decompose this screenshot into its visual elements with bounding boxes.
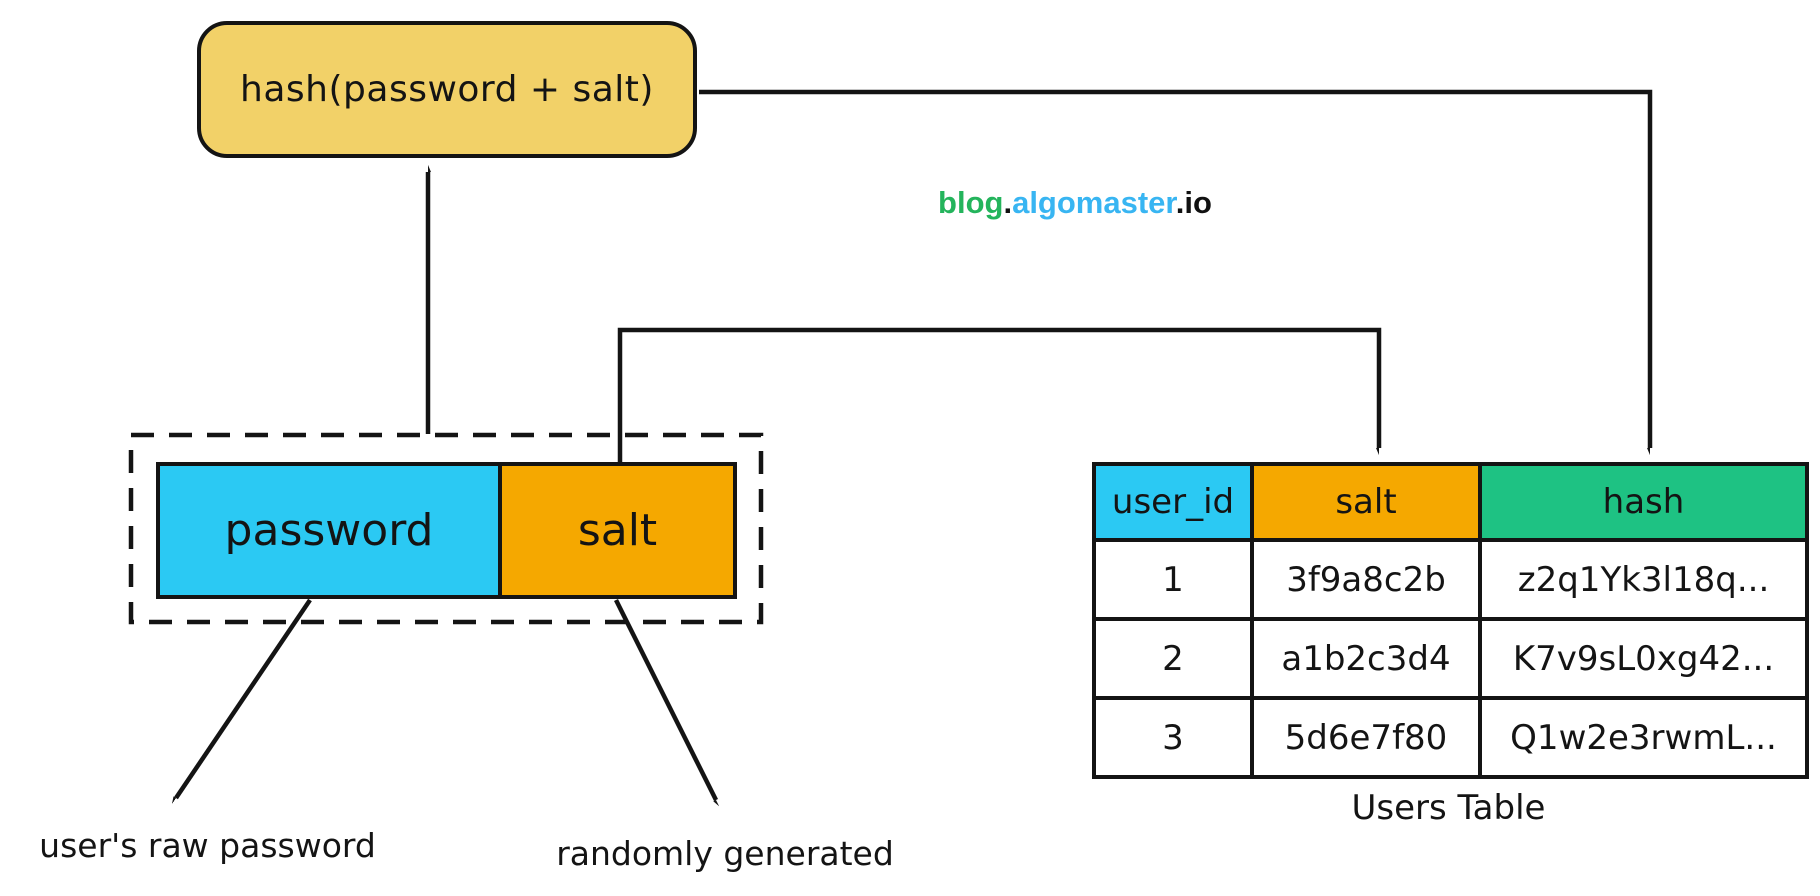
table-cell-user-id: 3 (1092, 696, 1254, 779)
password-label: password (224, 505, 434, 556)
table-cell-salt: 3f9a8c2b (1250, 538, 1482, 621)
salt-segment: salt (502, 466, 733, 595)
header-cell-salt: salt (1250, 462, 1482, 542)
table-cell-hash: K7v9sL0xg42... (1478, 617, 1809, 700)
password-salt-box: password salt (156, 462, 737, 599)
table-cell-user-id: 2 (1092, 617, 1254, 700)
salt-to-table-connector (617, 327, 1382, 462)
watermark-dot: . (1003, 185, 1013, 220)
table-header-row: user_id salt hash (1092, 462, 1809, 542)
salt-note-arrow (613, 598, 716, 800)
password-note: user's raw password (39, 826, 376, 865)
users-table: user_id salt hash 1 3f9a8c2b z2q1Yk3l18q… (1092, 462, 1809, 779)
watermark-blog: blog (938, 185, 1004, 220)
watermark-domain: algomaster (1012, 185, 1176, 220)
salt-label: salt (577, 505, 658, 556)
hash-function-label: hash(password + salt) (240, 69, 654, 110)
table-cell-salt: a1b2c3d4 (1250, 617, 1482, 700)
header-cell-hash: hash (1478, 462, 1809, 542)
watermark-dot: . (1175, 185, 1185, 220)
password-segment: password (160, 466, 498, 595)
hash-function-box: hash(password + salt) (197, 21, 697, 158)
dashed-group-border (128, 432, 764, 625)
table-row: 3 5d6e7f80 Q1w2e3rwmL... (1092, 696, 1809, 779)
table-cell-user-id: 1 (1092, 538, 1254, 621)
table-row: 2 a1b2c3d4 K7v9sL0xg42... (1092, 617, 1809, 700)
segment-divider (498, 466, 502, 595)
table-cell-hash: Q1w2e3rwmL... (1478, 696, 1809, 779)
watermark: blog.algomaster.io (875, 185, 1275, 221)
table-cell-hash: z2q1Yk3l18q... (1478, 538, 1809, 621)
watermark-tld: io (1184, 185, 1212, 220)
users-table-caption: Users Table (1351, 788, 1546, 828)
table-cell-salt: 5d6e7f80 (1250, 696, 1482, 779)
hash-to-table-connector (699, 89, 1653, 448)
password-note-arrow (176, 598, 312, 798)
salt-note: randomly generated (556, 834, 894, 873)
table-row: 1 3f9a8c2b z2q1Yk3l18q... (1092, 538, 1809, 621)
header-cell-user-id: user_id (1092, 462, 1254, 542)
